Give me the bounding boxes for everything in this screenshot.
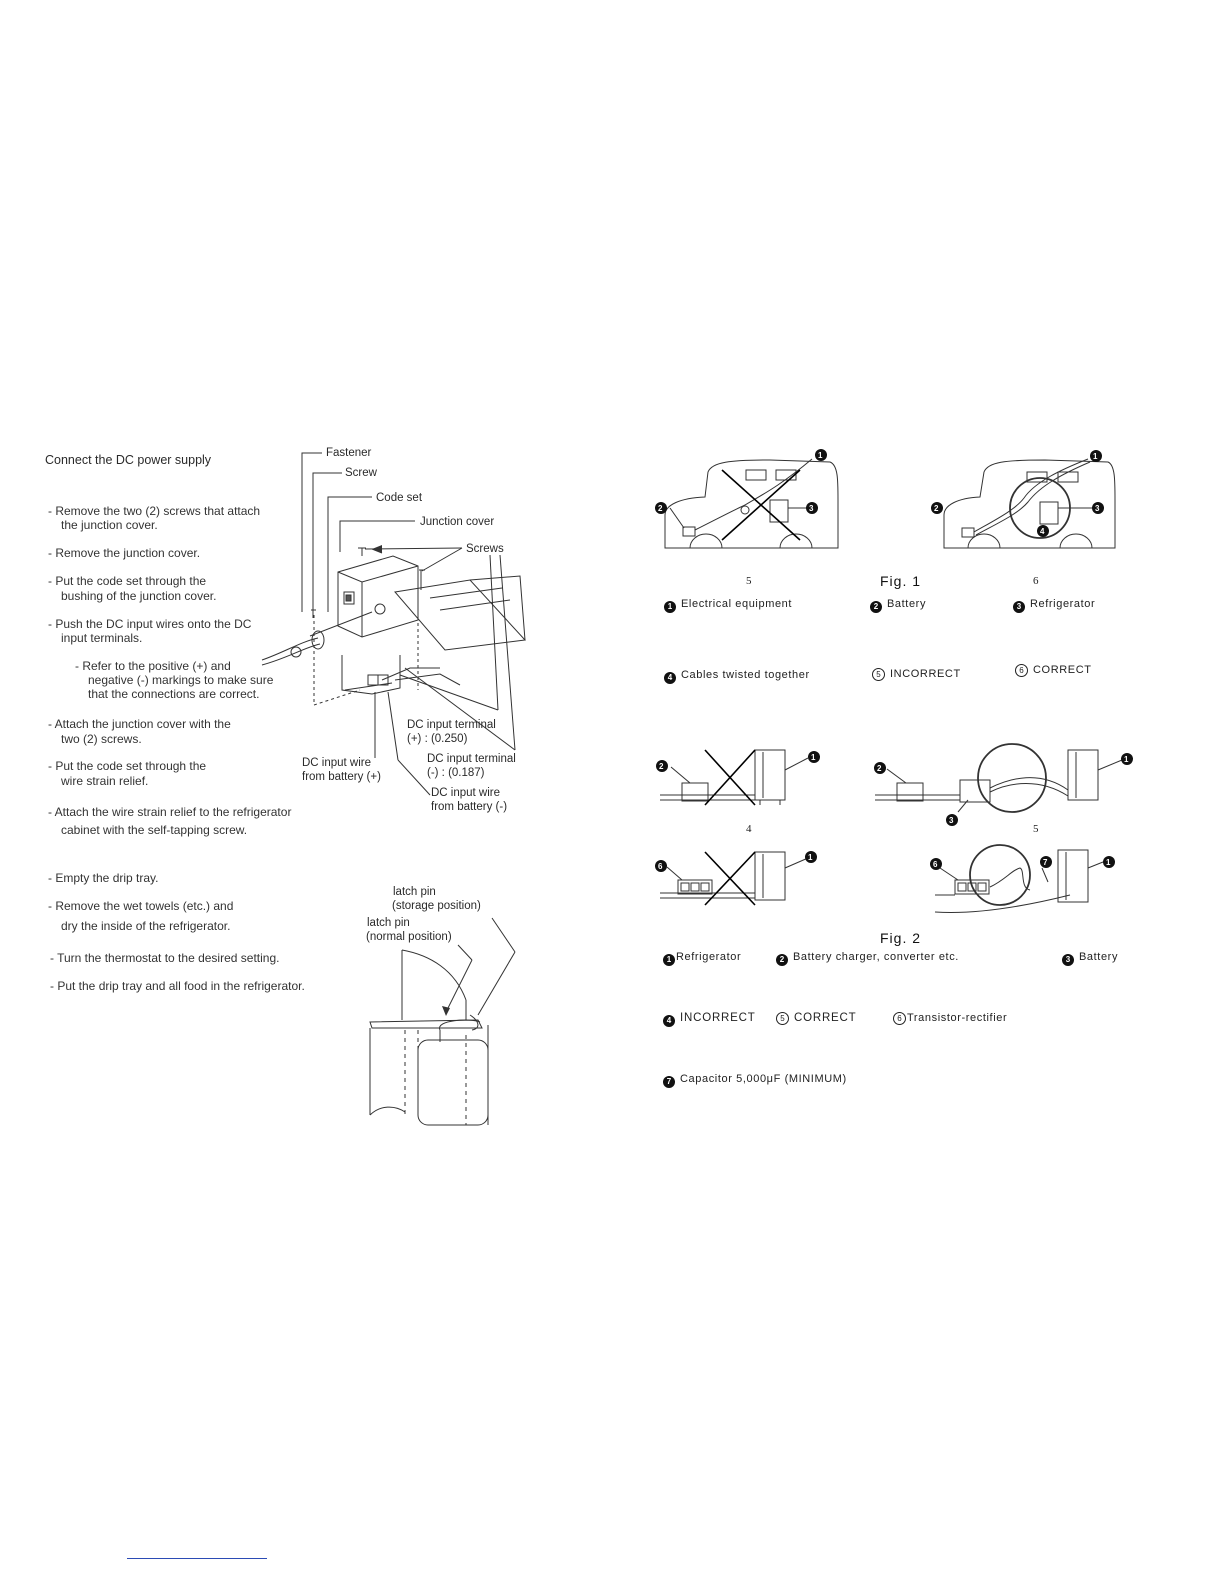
step-empty-drip-tray: - Empty the drip tray.: [48, 871, 159, 885]
fig2-title: Fig. 2: [880, 930, 922, 946]
step-put-food: - Put the drip tray and all food in the …: [50, 979, 305, 993]
step-remove-screws-cont: the junction cover.: [61, 518, 158, 532]
label-dc-pos-terminal: DC input terminal: [407, 719, 496, 731]
step-remove-screws: - Remove the two (2) screws that attach: [48, 504, 261, 518]
step-remove-towels-cont: dry the inside of the refrigerator.: [61, 919, 231, 933]
svg-text:2: 2: [658, 504, 663, 513]
label-dc-neg-terminal-size: (-) : (0.187): [427, 767, 485, 779]
label-junction-cover: Junction cover: [420, 516, 495, 528]
fig1-page-right: 6: [1033, 575, 1039, 587]
svg-text:3: 3: [1095, 504, 1100, 513]
fig1-title: Fig. 1: [880, 573, 922, 589]
step-code-set-relief-cont: wire strain relief.: [61, 774, 149, 788]
label-latch-pin-storage: latch pin: [393, 886, 436, 898]
svg-text:3: 3: [809, 504, 814, 513]
step-remove-cover: - Remove the junction cover.: [48, 546, 201, 560]
fig2-page-right: 5: [1033, 823, 1039, 835]
label-latch-pin-normal: latch pin: [367, 917, 410, 929]
step-thermostat: - Turn the thermostat to the desired set…: [50, 951, 280, 965]
step-code-set-relief: - Put the code set through the: [48, 759, 207, 773]
step-attach-cover-cont: two (2) screws.: [61, 732, 142, 746]
step-refer-markings-cont1: negative (-) markings to make sure: [88, 673, 274, 687]
label-fastener: Fastener: [326, 447, 372, 459]
label-code-set: Code set: [376, 492, 423, 504]
step-refer-markings-cont2: that the connections are correct.: [88, 687, 260, 701]
bottom-rule: [127, 1558, 267, 1559]
section-heading: Connect the DC power supply: [45, 453, 212, 467]
svg-text:2: 2: [934, 504, 939, 513]
svg-text:1: 1: [808, 853, 813, 862]
label-storage-position: (storage position): [392, 900, 481, 912]
label-dc-wire-neg-src: from battery (-): [431, 801, 508, 813]
step-push-wires: - Push the DC input wires onto the DC: [48, 617, 252, 631]
step-code-set-bushing: - Put the code set through the: [48, 574, 207, 588]
step-remove-towels: - Remove the wet towels (etc.) and: [48, 899, 234, 913]
label-dc-pos-terminal-size: (+) : (0.250): [407, 733, 468, 745]
step-push-wires-cont: input terminals.: [61, 631, 143, 645]
svg-text:1: 1: [1124, 755, 1129, 764]
svg-text:1: 1: [811, 753, 816, 762]
svg-text:1: 1: [1093, 452, 1098, 461]
svg-text:2: 2: [877, 764, 882, 773]
fig2-page-left: 4: [746, 823, 752, 835]
svg-text:7: 7: [1043, 858, 1048, 867]
svg-text:2: 2: [659, 762, 664, 771]
label-dc-neg-terminal: DC input terminal: [427, 753, 516, 765]
step-attach-relief: - Attach the wire strain relief to the r…: [48, 805, 292, 819]
label-dc-wire-pos-src: from battery (+): [302, 771, 381, 783]
label-dc-wire-pos: DC input wire: [302, 757, 372, 769]
step-refer-markings: - Refer to the positive (+) and: [75, 659, 231, 673]
step-attach-relief-cont: cabinet with the self-tapping screw.: [61, 823, 248, 837]
svg-text:6: 6: [933, 860, 938, 869]
svg-text:1: 1: [1106, 858, 1111, 867]
label-screws: Screws: [466, 543, 504, 555]
step-code-set-bushing-cont: bushing of the junction cover.: [61, 589, 217, 603]
svg-text:3: 3: [949, 816, 954, 825]
step-attach-cover: - Attach the junction cover with the: [48, 717, 231, 731]
label-normal-position: (normal position): [366, 931, 452, 943]
label-screw: Screw: [345, 467, 377, 479]
svg-text:4: 4: [1040, 527, 1045, 536]
label-dc-wire-neg: DC input wire: [431, 787, 501, 799]
svg-text:6: 6: [658, 862, 663, 871]
fig1-marker-1: 1: [818, 451, 823, 460]
fig1-page-left: 5: [746, 575, 752, 587]
